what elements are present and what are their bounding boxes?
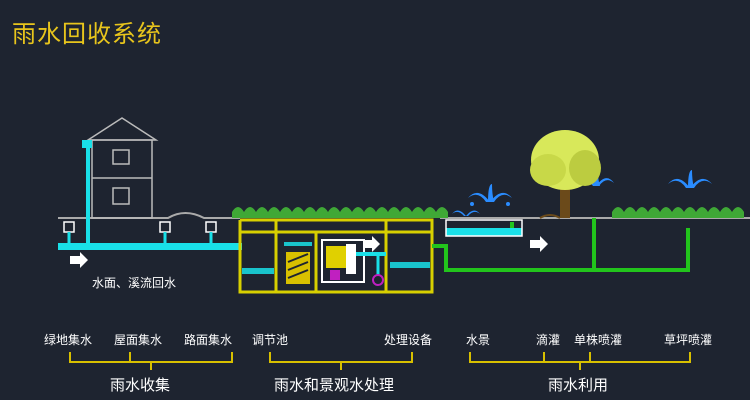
treatment-item-device: 处理设备 xyxy=(384,333,433,347)
tank-water xyxy=(242,242,430,274)
collection-pipe xyxy=(58,243,242,250)
flow-arrow-icon xyxy=(70,252,88,268)
house xyxy=(85,117,159,219)
group-label-collection: 雨水收集 xyxy=(110,376,171,394)
group-label-treatment: 雨水和景观水处理 xyxy=(274,376,395,394)
reuse-item-lawn-sprinkler: 草坪喷灌 xyxy=(664,333,713,347)
reuse-flow-arrow-icon xyxy=(530,236,548,252)
hedge xyxy=(232,207,744,218)
reuse-pipe xyxy=(432,218,690,272)
collection-item-green: 绿地集水 xyxy=(44,333,93,347)
group-label-reuse: 雨水利用 xyxy=(548,376,609,394)
collection-item-road: 路面集水 xyxy=(184,333,233,347)
flow-label: 水面、溪流回水 xyxy=(92,276,177,290)
treatment-device xyxy=(321,236,386,286)
group-brackets xyxy=(69,352,691,370)
reuse-item-tree-sprinkler: 单株喷灌 xyxy=(574,333,623,347)
water-feature-pond xyxy=(445,219,523,237)
treatment-item-tank: 调节池 xyxy=(252,333,289,347)
tree xyxy=(530,130,601,219)
reuse-item-drip: 滴灌 xyxy=(536,333,561,347)
page-title: 雨水回收系统 xyxy=(12,20,162,48)
reuse-item-water-feature: 水景 xyxy=(466,333,491,347)
filter-unit xyxy=(286,252,310,284)
gutter xyxy=(82,140,92,148)
collection-item-roof: 屋面集水 xyxy=(114,333,163,347)
